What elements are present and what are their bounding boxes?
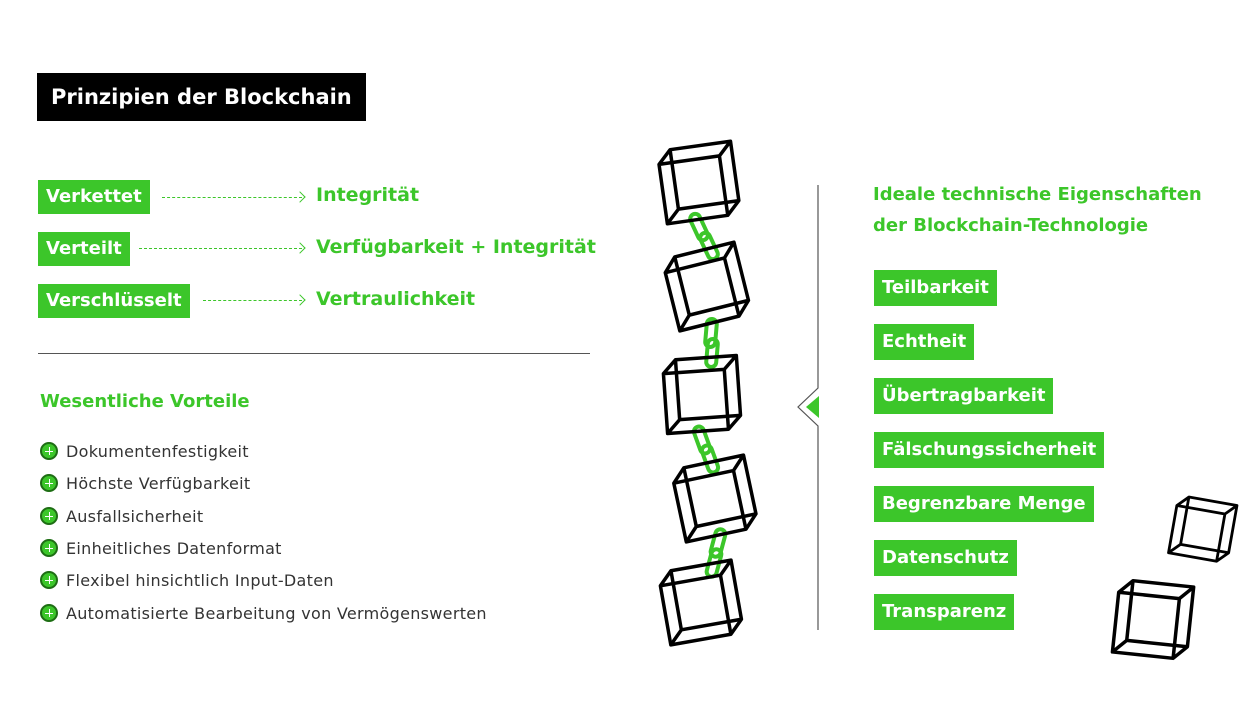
list-item-label: Dokumentenfestigkeit — [66, 441, 249, 461]
cube-icon — [669, 453, 761, 544]
list-item: Ausfallsicherheit — [40, 505, 203, 527]
principle-result-vertraulichkeit: Vertraulichkeit — [316, 288, 476, 310]
list-item: Einheitliches Datenformat — [40, 537, 282, 559]
list-item-label: Einheitliches Datenformat — [66, 538, 282, 558]
cube-icon — [660, 353, 744, 436]
advantages-heading: Wesentliche Vorteile — [40, 391, 250, 412]
principle-result-integritaet: Integrität — [316, 184, 420, 206]
plus-circle-icon — [40, 507, 58, 525]
arrow-line — [162, 197, 302, 198]
cube-icon — [1110, 577, 1196, 662]
plus-circle-icon — [40, 571, 58, 589]
properties-heading-line1: Ideale technische Eigenschaften — [873, 184, 1202, 205]
principle-tag-verschluesselt: Verschlüsselt — [38, 284, 190, 318]
list-item-label: Ausfallsicherheit — [66, 506, 204, 526]
property-tag-faelschungssicherheit: Fälschungssicherheit — [874, 432, 1105, 468]
list-item: Höchste Verfügbarkeit — [40, 472, 250, 494]
section-divider — [38, 353, 590, 354]
list-item: Automatisierte Bearbeitung von Vermögens… — [40, 602, 487, 624]
plus-circle-icon — [40, 442, 58, 460]
vertical-divider — [797, 185, 819, 630]
arrow-line — [203, 300, 302, 301]
properties-heading-line2: der Blockchain-Technologie — [873, 215, 1149, 236]
principle-tag-verteilt: Verteilt — [38, 232, 130, 266]
page-title: Prinzipien der Blockchain — [37, 73, 366, 121]
plus-circle-icon — [40, 474, 58, 492]
principle-result-verfuegbarkeit: Verfügbarkeit + Integrität — [316, 236, 596, 258]
list-item-label: Flexibel hinsichtlich Input-Daten — [66, 570, 334, 590]
arrow-line — [139, 248, 302, 249]
property-tag-transparenz: Transparenz — [874, 594, 1015, 630]
list-item-label: Höchste Verfügbarkeit — [66, 473, 251, 493]
plus-circle-icon — [40, 539, 58, 557]
list-item: Dokumentenfestigkeit — [40, 440, 249, 462]
cube-icon — [1167, 493, 1239, 565]
property-tag-echtheit: Echtheit — [874, 324, 975, 360]
property-tag-teilbarkeit: Teilbarkeit — [874, 270, 997, 306]
cube-icon — [656, 558, 746, 647]
property-tag-datenschutz: Datenschutz — [874, 540, 1017, 576]
property-tag-begrenzbare-menge: Begrenzbare Menge — [874, 486, 1094, 522]
list-item: Flexibel hinsichtlich Input-Daten — [40, 569, 334, 591]
cube-icon — [655, 139, 743, 226]
principle-tag-verkettet: Verkettet — [38, 180, 150, 214]
pointer-triangle-icon — [806, 396, 819, 418]
property-tag-uebertragbarkeit: Übertragbarkeit — [874, 378, 1054, 414]
plus-circle-icon — [40, 604, 58, 622]
list-item-label: Automatisierte Bearbeitung von Vermögens… — [66, 603, 487, 623]
